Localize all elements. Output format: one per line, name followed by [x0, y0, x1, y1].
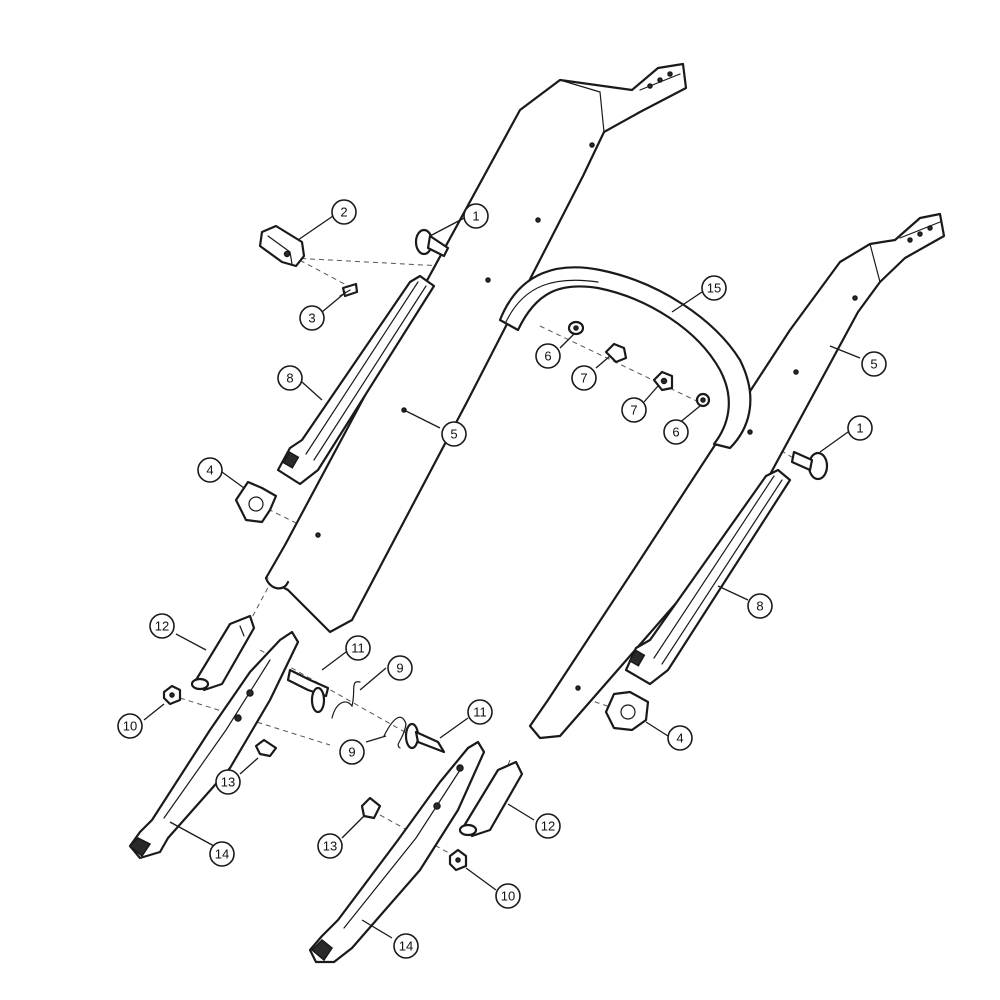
- callout-1-lower-label: 1: [856, 421, 863, 436]
- callout-8-left: 8: [277, 365, 303, 391]
- bolt-left-upper: [286, 668, 330, 714]
- upper-handle-tube-left: [264, 62, 688, 634]
- callout-13-left-label: 13: [221, 775, 235, 790]
- callout-12-left: 12: [149, 613, 175, 639]
- hex-screw-left: [254, 738, 278, 758]
- callout-2: 2: [331, 199, 357, 225]
- callout-8-right: 8: [747, 593, 773, 619]
- lower-handle-right: [308, 740, 486, 964]
- callout-6-lower-label: 6: [672, 425, 679, 440]
- callout-8-left-label: 8: [286, 371, 293, 386]
- washer-lower: [695, 392, 711, 408]
- callout-5-right-label: 5: [870, 357, 877, 372]
- callout-14-right: 14: [393, 933, 419, 959]
- sleeve-right: [458, 760, 524, 838]
- callout-6-upper-label: 6: [544, 349, 551, 364]
- callout-12-right: 12: [535, 813, 561, 839]
- callout-11-lower: 11: [467, 699, 493, 725]
- carriage-bolt-right: [790, 450, 829, 481]
- callout-11-lower-label: 11: [473, 705, 487, 720]
- callout-14-right-label: 14: [399, 939, 413, 954]
- callout-10-left: 10: [117, 713, 143, 739]
- callout-9-lower: 9: [339, 739, 365, 765]
- star-knob-left: [234, 480, 278, 524]
- callout-10-right-label: 10: [501, 889, 515, 904]
- hex-screw-right: [360, 796, 382, 820]
- cross-bar: [498, 266, 752, 450]
- callout-8-right-label: 8: [756, 599, 763, 614]
- callout-6-upper: 6: [535, 343, 561, 369]
- callout-4-right: 4: [667, 725, 693, 751]
- callout-12-left-label: 12: [155, 619, 169, 634]
- spring-clip-lower: [383, 716, 407, 749]
- sleeve-left: [190, 614, 256, 692]
- callout-1-lower: 1: [847, 415, 873, 441]
- callout-3-label: 3: [308, 311, 315, 326]
- callout-4-left-label: 4: [206, 463, 213, 478]
- callout-15: 15: [701, 275, 727, 301]
- callout-14-left: 14: [209, 841, 235, 867]
- callout-13-left: 13: [215, 769, 241, 795]
- callout-10-left-label: 10: [123, 719, 137, 734]
- callout-2-label: 2: [340, 205, 347, 220]
- upper-handle-tube-right: [528, 212, 946, 740]
- callout-5-left-label: 5: [450, 427, 457, 442]
- callout-1-upper-label: 1: [472, 209, 479, 224]
- leader-lines: [143, 215, 861, 939]
- callout-7-lower: 7: [621, 397, 647, 423]
- cable-guide-right: [624, 468, 792, 686]
- callout-5-right: 5: [861, 351, 887, 377]
- lock-nut-right: [448, 848, 468, 872]
- callout-11-upper: 11: [345, 635, 371, 661]
- bolt-right-lower: [404, 722, 446, 754]
- callout-1-upper: 1: [463, 203, 489, 229]
- callout-7-upper: 7: [571, 365, 597, 391]
- callout-12-right-label: 12: [541, 819, 555, 834]
- cable-clip: [258, 224, 306, 268]
- cable-guide-left: [276, 274, 436, 486]
- star-knob-right: [604, 690, 650, 732]
- callout-4-left: 4: [197, 457, 223, 483]
- callout-9-lower-label: 9: [348, 745, 355, 760]
- carriage-bolt-left: [414, 228, 450, 258]
- spring-clip-upper: [331, 681, 361, 719]
- callout-15-label: 15: [707, 281, 721, 296]
- callout-13-right: 13: [317, 833, 343, 859]
- callout-9-upper: 9: [387, 655, 413, 681]
- callout-10-right: 10: [495, 883, 521, 909]
- callout-14-left-label: 14: [215, 847, 229, 862]
- callout-13-right-label: 13: [323, 839, 337, 854]
- callout-5-left: 5: [441, 421, 467, 447]
- callout-6-lower: 6: [663, 419, 689, 445]
- callout-7-lower-label: 7: [630, 403, 637, 418]
- callout-7-upper-label: 7: [580, 371, 587, 386]
- callout-3: 3: [299, 305, 325, 331]
- lower-handle-left: [128, 630, 300, 860]
- callout-4-right-label: 4: [676, 731, 683, 746]
- callout-11-upper-label: 11: [351, 641, 365, 656]
- cap-nut-lower: [652, 370, 674, 392]
- lock-nut-left: [162, 684, 182, 706]
- washer-upper: [567, 320, 585, 336]
- cap-nut-upper: [604, 342, 628, 364]
- callout-9-upper-label: 9: [396, 661, 403, 676]
